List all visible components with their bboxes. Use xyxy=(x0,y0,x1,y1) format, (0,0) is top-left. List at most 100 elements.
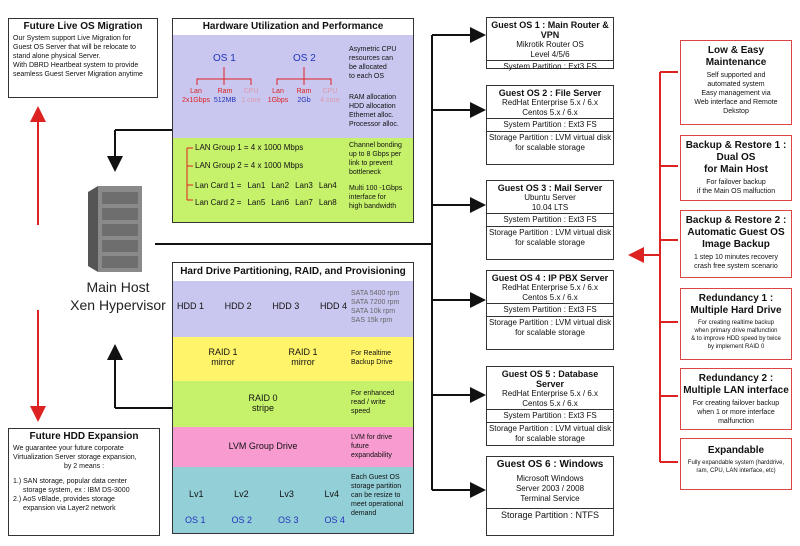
storage-panel: Hard Drive Partitioning, RAID, and Provi… xyxy=(172,262,414,534)
os-label: OS 1 xyxy=(185,515,206,525)
server-icon xyxy=(80,180,150,276)
guest-title: Guest OS 4 : IP PBX Server xyxy=(491,273,609,283)
guest-os-5: Guest OS 5 : Database Server RedHat Ente… xyxy=(486,366,614,446)
lv-label: Lv2 xyxy=(234,489,249,499)
guest-partition: Storage Partition : LVM virtual disk for… xyxy=(487,316,613,337)
hdd-row: HDD 1 HDD 2 HDD 3 HDD 4 xyxy=(177,301,347,311)
hardware-title: Hardware Utilization and Performance xyxy=(173,19,413,36)
live-migration-line: With DBRD Heartbeat system to provide xyxy=(13,62,139,69)
lv-area: Lv1 Lv2 Lv3 Lv4 OS 1 OS 2 OS 3 OS 4 Each Guest… xyxy=(173,467,413,533)
guest-partition: System Partition : Ext3 FS xyxy=(487,409,613,422)
os-label: OS 3 xyxy=(277,515,299,525)
feature-title: Expandable xyxy=(707,445,765,456)
hdd-label: HDD 4 xyxy=(319,301,347,311)
lv-row: Lv1 Lv2 Lv3 Lv4 xyxy=(189,489,339,499)
os2-label: OS 2 xyxy=(293,53,316,64)
hdd-expansion-line: 2.) AoS vBlade, provides storage xyxy=(13,496,115,503)
guest-title: Guest OS 2 : File Server xyxy=(498,88,602,98)
live-migration-line: Guest OS Server that will be relocate to xyxy=(13,44,136,51)
hdd-label: HDD 2 xyxy=(224,301,252,311)
guest-partition: System Partition : Ext3 FS xyxy=(487,303,613,316)
hdd-label: HDD 1 xyxy=(177,301,205,311)
os-label: OS 4 xyxy=(324,515,345,525)
lv-label: Lv4 xyxy=(324,489,339,499)
lv-label: Lv1 xyxy=(189,489,204,499)
guest-partition: System Partition : Ext3 FS xyxy=(487,60,613,73)
guest-partition: System Partition : Ext3 FS xyxy=(487,213,613,226)
hdd-expansion-panel: Future HDD Expansion We guarantee your f… xyxy=(8,428,160,536)
guest-partition: Storage Partition : LVM virtual disk for… xyxy=(487,226,613,247)
hdd-expansion-line: Virtualization Server storage expansion, xyxy=(13,454,137,461)
main-host-line2: Xen Hypervisor xyxy=(70,297,166,313)
guest-os-2: Guest OS 2 : File Server RedHat Enterpri… xyxy=(486,85,614,165)
guest-partition: Storage Partition : LVM virtual disk for… xyxy=(487,422,613,443)
feature-title: Redundancy 2 :Multiple LAN interface xyxy=(683,373,789,396)
os-label: OS 2 xyxy=(231,515,252,525)
guest-title: Guest OS 1 : Main Router & VPN xyxy=(491,20,609,40)
lan-group-1: LAN Group 1 = 4 x 1000 Mbps xyxy=(195,143,304,152)
feature-desc: Fully expandable system (harddrive,ram, … xyxy=(687,460,785,474)
os-row: OS 1 OS 2 OS 3 OS 4 xyxy=(185,515,345,525)
live-migration-panel: Future Live OS Migration Our System supp… xyxy=(8,18,158,98)
feature-redundancy-2: Redundancy 2 :Multiple LAN interface For… xyxy=(680,368,792,430)
main-host-label: Main Host Xen Hypervisor xyxy=(58,278,178,314)
feature-redundancy-1: Redundancy 1 :Multiple Hard Drive For cr… xyxy=(680,288,792,360)
hdd-expansion-line: We guarantee your future corporate xyxy=(13,445,124,452)
guest-partition: Storage Partition : NTFS xyxy=(487,508,613,521)
hardware-panel: Hardware Utilization and Performance OS … xyxy=(172,18,414,223)
live-migration-title: Future Live OS Migration xyxy=(23,21,143,32)
guest-partition: System Partition : Ext3 FS xyxy=(487,118,613,131)
guest-title: Guest OS 5 : Database Server xyxy=(501,369,599,389)
guest-os-1: Guest OS 1 : Main Router & VPN Mikrotik … xyxy=(486,17,614,71)
hdd-expansion-line: storage system, ex : IBM DS-3000 xyxy=(23,487,130,494)
main-host-line1: Main Host xyxy=(86,279,150,295)
lv-label: Lv3 xyxy=(279,489,294,499)
hdd-label: HDD 3 xyxy=(272,301,300,311)
hdd-expansion-line: 1.) SAN storage, popular data center xyxy=(13,478,128,485)
lan-group-2: LAN Group 2 = 4 x 1000 Mbps xyxy=(195,161,304,170)
live-migration-line: seamless Guest Server Migration anytime xyxy=(13,71,143,78)
hdd-expansion-title: Future HDD Expansion xyxy=(29,431,139,442)
os1-label: OS 1 xyxy=(213,53,236,64)
feature-expandable: Expandable Fully expandable system (hard… xyxy=(680,438,792,490)
guest-title: Guest OS 6 : Windows xyxy=(496,459,604,470)
guest-os-4: Guest OS 4 : IP PBX Server RedHat Enterp… xyxy=(486,270,614,350)
